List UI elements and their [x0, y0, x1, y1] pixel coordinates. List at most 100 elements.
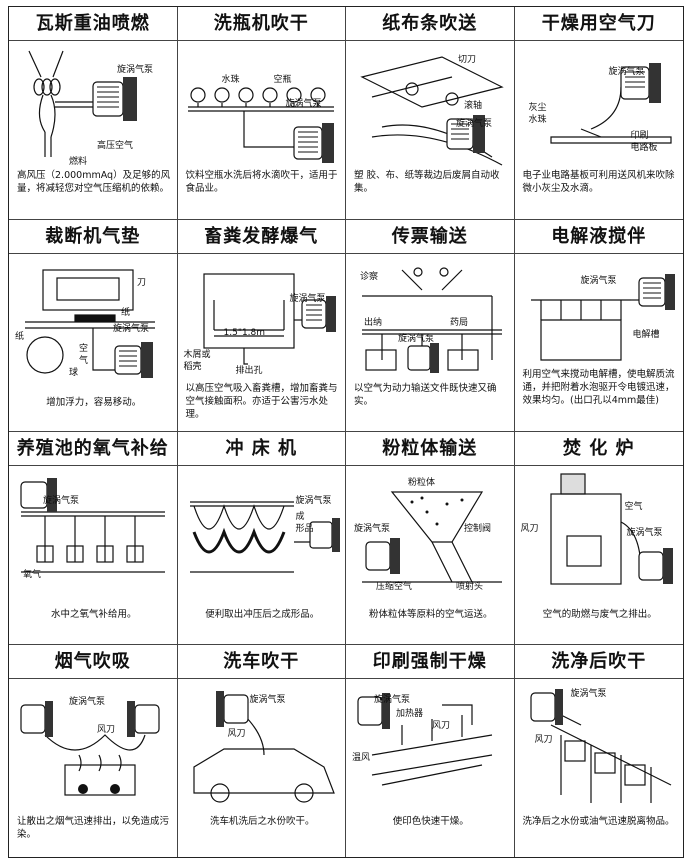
label-oxygen: 氧气 — [23, 570, 42, 580]
pump-icon — [529, 688, 563, 725]
powder-hopper-illustration — [362, 491, 502, 583]
car-wash-illustration — [192, 690, 335, 803]
pump-icon — [308, 518, 340, 552]
pump-icon — [92, 77, 137, 121]
cell-manure-aeration: 畜粪发酵爆气 1.5"1.8m 旋涡气泵 木屑或 稻壳 排出孔 以高压空气吸入畜… — [177, 219, 346, 432]
cell-pond-oxygen: 养殖池的氧气补给 旋涡气泵 氧气 水中之氧气补给用。 — [9, 432, 178, 645]
cell-title: 粉粒体输送 — [346, 432, 514, 466]
label-pump: 旋涡气泵 — [289, 293, 326, 304]
label-heater: 加热器 — [396, 708, 424, 719]
print-dry-illustration — [357, 692, 493, 786]
pump-icon — [127, 700, 160, 737]
label-pump: 旋涡气泵 — [249, 694, 286, 705]
cell-title: 冲 床 机 — [177, 432, 345, 466]
label-pump: 旋涡气泵 — [398, 333, 435, 344]
label-knife: 刀 — [137, 277, 147, 288]
cell-air-knife-dry: 干燥用空气刀 旋涡气泵 灰尘 水珠 印刷 电路板 电子业电路基板可利用送风机来吹… — [514, 7, 683, 220]
pump-icon — [446, 115, 485, 153]
cell-title: 洗瓶机吹干 — [177, 7, 345, 41]
cell-caption: 以空气为动力输送文件既快速又确实。 — [354, 382, 497, 407]
smoke-extraction-illustration — [20, 700, 160, 796]
cell-title: 洗车吹干 — [177, 645, 345, 679]
pump-icon — [215, 690, 249, 727]
manure-tank-illustration — [202, 272, 336, 365]
air-knife-illustration — [549, 63, 672, 144]
cell-car-wash-dry: 洗车吹干 旋涡气泵 风刀 洗车机洗后之水份吹干。 — [177, 644, 346, 857]
cell-title: 干燥用空气刀 — [514, 7, 683, 41]
cell-caption: 使印色快速干燥。 — [392, 815, 469, 827]
label-pump: 旋涡气泵 — [456, 119, 493, 129]
label-roller: 滚轴 — [464, 101, 483, 111]
cell-incinerator: 焚 化 炉 空气 风刀 旋涡气泵 空气的助燃与废气之排出。 — [514, 432, 683, 645]
label-powder: 粉粒体 — [408, 478, 436, 488]
cell-caption: 电子业电路基板可利用送风机来吹除微小灰尘及水滴。 — [522, 170, 675, 194]
label-ball: 球 — [69, 367, 79, 378]
label-clinic: 诊察 — [360, 271, 379, 282]
label-depth: 1.5"1.8m — [223, 327, 266, 338]
label-pump: 旋涡气泵 — [117, 65, 154, 75]
pump-icon — [20, 700, 53, 737]
cell-gas-oil-burner: 瓦斯重油喷燃 旋涡气泵 高压空气 燃料 高风压（2.000mmAq）及足够的风量… — [9, 7, 178, 220]
label-knife: 风刀 — [227, 728, 246, 739]
cell-caption: 空气的助燃与废气之排出。 — [542, 609, 657, 620]
pump-icon — [20, 478, 57, 512]
cell-caption: 粉体粒体等原料的空气运送。 — [368, 609, 493, 620]
cell-post-wash-dry: 洗净后吹干 旋涡气泵 风刀 洗净后之水份或油气迅速脱离物品。 — [514, 645, 683, 858]
label-warm: 温风 — [352, 752, 371, 763]
label-air: 空气 — [624, 502, 643, 512]
incinerator-illustration — [549, 473, 673, 585]
pump-icon — [407, 342, 439, 373]
application-grid: 瓦斯重油喷燃 旋涡气泵 高压空气 燃料 高风压（2.000mmAq）及足够的风量… — [8, 6, 684, 858]
label-fuel: 燃料 — [69, 157, 88, 167]
cell-title: 烟气吹吸 — [9, 645, 177, 679]
electrolyte-tank-illustration — [530, 273, 675, 361]
bottle-washer-illustration — [187, 87, 334, 163]
post-wash-illustration — [529, 688, 671, 803]
cell-title: 纸布条吹送 — [346, 7, 514, 41]
cell-powder-conveyance: 粉粒体输送 粉粒体 旋涡气泵 控制阀 压缩空气 喷射头 粉体粒体等原料的空气运送… — [346, 432, 515, 645]
label-knife: 风刀 — [432, 720, 451, 731]
label-pcb-2: 电路板 — [630, 143, 658, 153]
label-cutter: 切刀 — [458, 55, 477, 65]
label-chips: 木屑或 — [183, 349, 211, 360]
label-air: 空 — [79, 343, 89, 354]
cell-document-conveyance: 传票输送 诊察 出纳 药局 旋涡气泵 以空气为动力输送文件既快速又确实。 — [346, 219, 515, 432]
label-product: 成 — [295, 512, 305, 522]
label-air: 高压空气 — [97, 141, 134, 151]
label-pump: 旋涡气泵 — [43, 496, 80, 506]
pump-icon — [637, 273, 675, 310]
cell-cutter-air-cushion: 裁断机气垫 刀 纸 纸 旋涡气泵 空 气 球 增加浮力，容易移动。 — [9, 219, 178, 432]
label-pump: 旋涡气泵 — [374, 694, 411, 705]
pump-icon — [637, 548, 673, 584]
cell-caption: 让散出之烟气迅速排出，以免造成污染。 — [17, 815, 170, 840]
cell-caption: 便利取出冲压后之成形品。 — [205, 609, 320, 620]
label-knife: 风刀 — [520, 524, 539, 534]
pump-icon — [357, 692, 390, 729]
label-knife: 风刀 — [534, 734, 553, 745]
cell-title: 裁断机气垫 — [9, 220, 177, 254]
cell-paper-strip-blow: 纸布条吹送 切刀 滚轴 旋涡气泵 塑 胶、布、纸等裁边后废屑自动收集。 — [346, 7, 515, 220]
label-pharmacy: 药局 — [450, 317, 469, 328]
pump-icon — [114, 341, 153, 378]
cutter-cushion-illustration — [25, 268, 155, 378]
label-air-2: 气 — [79, 355, 89, 366]
cell-smoke-extraction: 烟气吹吸 旋涡气泵 风刀 让散出之烟气迅速排出，以免造成污染。 — [9, 644, 178, 857]
cell-title: 印刷强制干燥 — [346, 645, 514, 679]
cell-title: 传票输送 — [346, 220, 514, 254]
label-pump: 旋涡气泵 — [580, 275, 617, 286]
label-pump: 旋涡气泵 — [570, 688, 607, 699]
label-pump: 旋涡气泵 — [69, 696, 106, 707]
label-pump: 旋涡气泵 — [626, 528, 663, 538]
paper-strip-illustration — [360, 56, 504, 166]
label-paper: 纸 — [121, 307, 131, 318]
cell-caption: 增加浮力，容易移动。 — [46, 396, 142, 408]
label-pump: 旋涡气泵 — [354, 524, 391, 534]
label-pump: 旋涡气泵 — [113, 323, 150, 334]
cell-title: 瓦斯重油喷燃 — [9, 7, 177, 41]
cell-caption: 高风压（2.000mmAq）及足够的风量，将减轻您对空气压缩机的依赖。 — [17, 170, 171, 194]
label-dust: 灰尘 — [528, 103, 547, 113]
cell-caption: 利用空气来搅动电解槽，使电解质流通，并把附着水泡驱开令电镀迅速，效果均匀。(出口… — [522, 368, 675, 406]
label-outlet: 排出孔 — [235, 365, 263, 376]
label-water: 水珠 — [528, 115, 547, 125]
pump-icon — [365, 538, 400, 574]
